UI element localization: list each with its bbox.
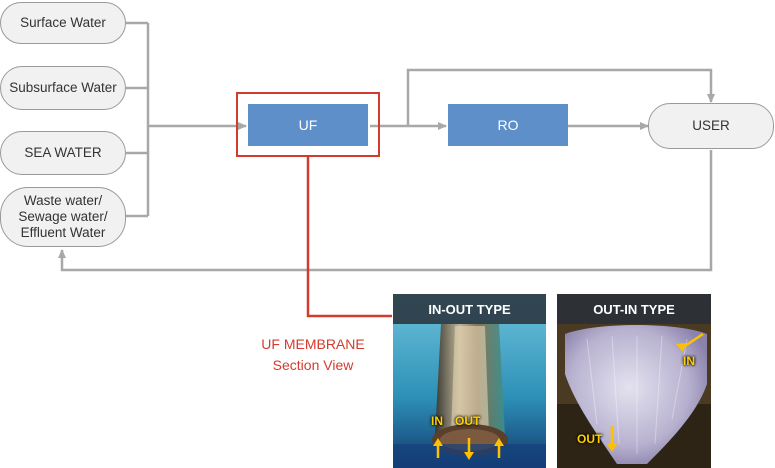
ro-label: RO — [497, 117, 519, 133]
source-surface-water: Surface Water — [0, 2, 126, 44]
recycle-return-arrow — [58, 150, 713, 272]
uf-highlight-frame — [236, 92, 380, 157]
uf-callout-line — [306, 157, 392, 318]
out-in-out-label: OUT — [577, 432, 603, 446]
uf-membrane-caption: UF MEMBRANE Section View — [240, 334, 386, 376]
ro-box: RO — [448, 104, 568, 146]
source-subsurface-water-label: Subsurface Water — [9, 79, 117, 95]
source-surface-water-label: Surface Water — [20, 14, 106, 30]
source-waste-water: Waste water/ Sewage water/ Effluent Wate… — [0, 187, 126, 247]
source-waste-water-line3: Effluent Water — [20, 225, 106, 241]
user-label: USER — [692, 117, 730, 133]
caption-line2: Section View — [272, 357, 354, 373]
source-waste-water-line1: Waste water/ — [23, 192, 103, 208]
in-out-in-label: IN — [431, 414, 443, 428]
in-out-type-photo: IN-OUT TYPE IN OUT — [393, 294, 546, 468]
out-in-in-label: IN — [683, 354, 695, 368]
source-sea-water: SEA WATER — [0, 131, 126, 175]
source-sea-water-label: SEA WATER — [24, 144, 102, 160]
in-out-type-title: IN-OUT TYPE — [393, 294, 546, 324]
uf-box: UF — [248, 104, 368, 146]
caption-line1: UF MEMBRANE — [261, 336, 365, 352]
bypass-to-user-arrow — [406, 68, 715, 126]
in-out-out-label: OUT — [455, 414, 481, 428]
source-waste-water-line2: Sewage water/ — [18, 208, 108, 224]
user-node: USER — [648, 103, 774, 149]
uf-label: UF — [298, 117, 318, 133]
out-in-type-title: OUT-IN TYPE — [557, 294, 711, 324]
source-subsurface-water: Subsurface Water — [0, 66, 126, 110]
out-in-type-photo: OUT-IN TYPE IN OUT — [557, 294, 711, 468]
